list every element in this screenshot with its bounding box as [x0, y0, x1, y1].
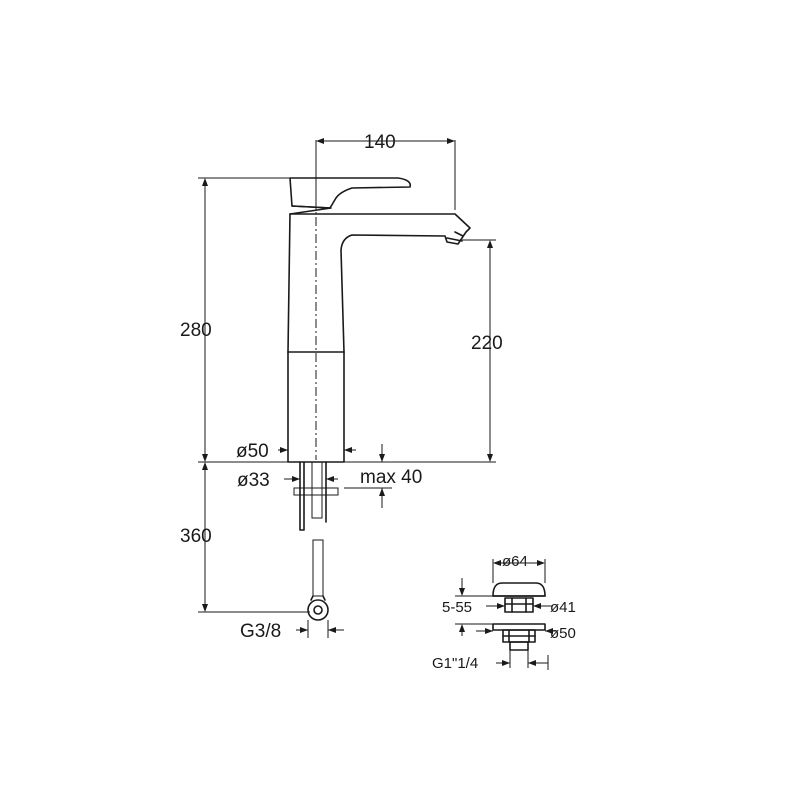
spout: [289, 213, 471, 353]
lever-handle: [289, 177, 412, 209]
dim-thread: G1"1/4: [432, 655, 478, 672]
mount-pins: [299, 461, 305, 531]
dim-height-range: 5-55: [442, 599, 472, 616]
valve-stem-lines: [504, 597, 534, 613]
body-left: [287, 213, 291, 353]
dim-hose-length: 360: [180, 526, 212, 547]
valve-cap: [492, 582, 546, 597]
dim-body-diameter: ø50: [236, 441, 269, 462]
dim-total-height: 280: [180, 320, 212, 341]
faucet-outline: [287, 177, 471, 621]
hose-fitting: [310, 595, 326, 601]
valve-stem: [504, 597, 534, 613]
connector-inner: [313, 605, 323, 615]
mount-washer: [293, 487, 339, 496]
valve-tail: [509, 641, 529, 651]
aerator: [446, 231, 464, 242]
dim-spout-reach: 140: [364, 132, 396, 153]
dim-flange-diameter: ø50: [550, 625, 576, 642]
faucet-dimensions: [198, 138, 496, 638]
dim-connection: G3/8: [240, 621, 281, 642]
valve-flange: [492, 623, 546, 631]
dim-cap-diameter: ø64: [502, 553, 528, 570]
threaded-rod: [311, 461, 323, 519]
connector-nut: [307, 599, 329, 621]
dim-ring-diameter: ø41: [550, 599, 576, 616]
waste-valve-outline: [492, 582, 546, 651]
dim-shank-diameter: ø33: [237, 470, 270, 491]
handle-base: [289, 205, 332, 215]
valve-thread: [502, 629, 536, 643]
dim-max-countertop: max 40: [360, 467, 422, 488]
dim-spout-height: 220: [471, 333, 503, 354]
waste-valve-dimensions: [455, 559, 556, 670]
flexible-hose: [312, 539, 324, 597]
